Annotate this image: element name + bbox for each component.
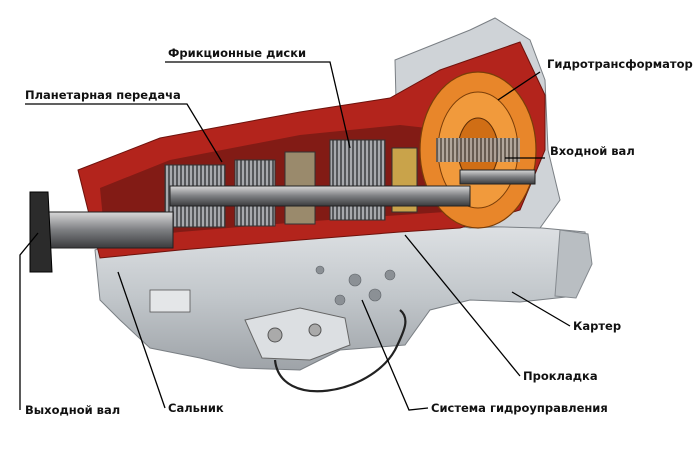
- leader-hydraulic-control: [361, 299, 429, 411]
- transmission-housing: [94, 221, 593, 371]
- leader-lines: [19, 61, 571, 411]
- leader-output-shaft: [19, 232, 39, 410]
- leader-torque-converter: [497, 71, 541, 101]
- gear-train: [164, 139, 418, 228]
- main-shaft: [29, 169, 536, 273]
- label-input-shaft: Входной вал: [550, 144, 635, 158]
- label-friction-discs: Фрикционные диски: [168, 46, 306, 60]
- label-oil-seal: Сальник: [168, 401, 224, 415]
- labels: Фрикционные диски Гидротрансформатор Пла…: [25, 46, 693, 417]
- output-shaft: [37, 211, 174, 249]
- label-housing: Картер: [573, 319, 621, 333]
- nameplate: [149, 289, 191, 313]
- input-shaft: [459, 169, 536, 185]
- leader-gasket: [404, 234, 521, 377]
- label-gasket: Прокладка: [523, 369, 598, 383]
- friction-disc-pack: [329, 139, 386, 221]
- leader-friction-discs: [165, 61, 351, 149]
- leader-oil-seal: [117, 271, 166, 409]
- output-flange: [29, 191, 53, 273]
- leader-planetary-gear: [25, 103, 223, 163]
- label-torque-converter: Гидротрансформатор: [547, 57, 693, 71]
- valve-body: [244, 307, 407, 393]
- label-output-shaft: Выходной вал: [25, 403, 120, 417]
- leader-housing: [511, 291, 571, 327]
- label-planetary-gear: Планетарная передача: [25, 88, 181, 102]
- label-hydraulic-control: Система гидроуправления: [431, 401, 608, 415]
